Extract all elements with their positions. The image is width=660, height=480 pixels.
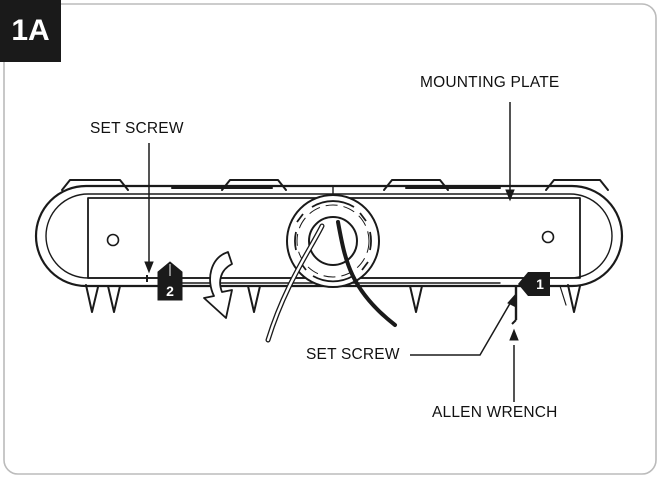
wires — [265, 220, 397, 343]
mounting-plate-label: MOUNTING PLATE — [420, 74, 560, 91]
rotate-arrow — [203, 251, 233, 319]
step-one-label: 1 — [536, 276, 544, 292]
step-two-marker: 2 — [157, 261, 183, 301]
step-label: 1A — [0, 0, 61, 62]
mounting-plate-leader — [505, 102, 515, 202]
set-screw-right-leader — [410, 292, 517, 356]
allen-wrench-label: ALLEN WRENCH — [432, 404, 558, 421]
step-two-label: 2 — [166, 283, 174, 299]
set-screw-left-leader — [144, 143, 154, 282]
step-one-marker: 1 — [518, 272, 550, 296]
set-screw-right-label: SET SCREW — [306, 346, 400, 363]
set-screw-left-label: SET SCREW — [90, 120, 184, 137]
cable-grommet — [286, 194, 380, 288]
